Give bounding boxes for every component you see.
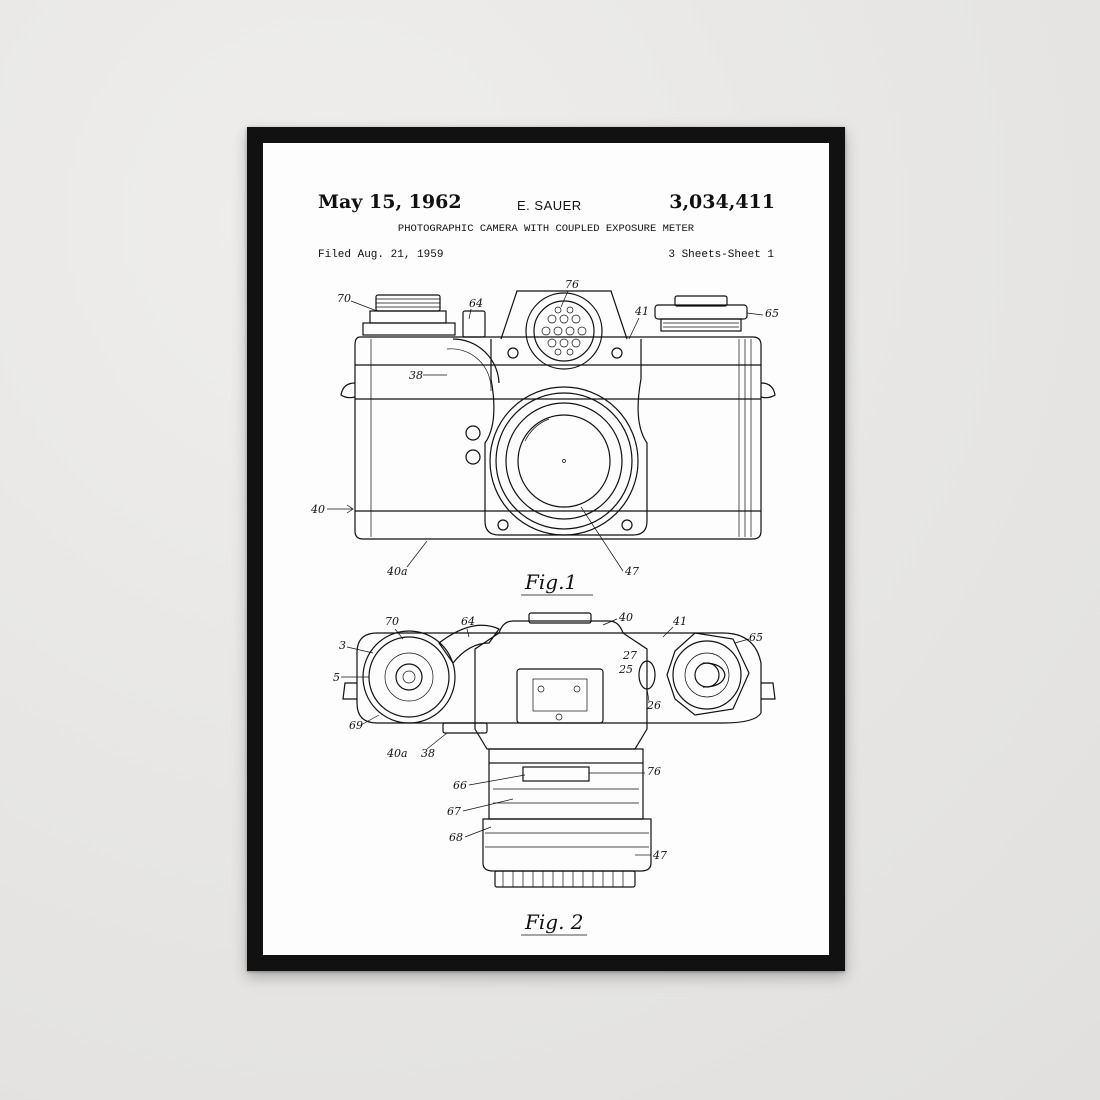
fig2-ref-70: 70	[385, 615, 399, 628]
fig1-camera-front: 70 64 76 41 65 38 40 40a 47 Fig.1	[310, 278, 779, 596]
fig2-ref-64: 64	[461, 615, 475, 628]
fig2-ref-65: 65	[749, 631, 763, 644]
fig2-ref-38: 38	[421, 747, 435, 760]
fig1-ref-40: 40	[310, 503, 325, 516]
fig2-ref-26: 26	[646, 699, 661, 712]
fig2-camera-top: 3 70 64 40 41 65 5 27 25 26 69	[333, 611, 776, 936]
fig2-ref-47: 47	[652, 849, 667, 862]
patent-title: PHOTOGRAPHIC CAMERA WITH COUPLED EXPOSUR…	[397, 223, 695, 235]
patent-sheet: May 15, 1962 E. SAUER 3,034,411 PHOTOGRA…	[263, 143, 829, 955]
fig2-ref-68: 68	[449, 831, 463, 844]
fig2-caption: Fig. 2	[524, 910, 584, 934]
fig1-ref-47: 47	[624, 565, 639, 578]
patent-date: May 15, 1962	[318, 191, 462, 213]
inventor-name: E. SAUER	[517, 198, 582, 213]
patent-drawing: 70 64 76 41 65 38 40 40a 47 Fig.1	[310, 278, 779, 936]
fig1-ref-41: 41	[634, 305, 649, 318]
fig2-ref-25: 25	[618, 663, 633, 676]
fig2-ref-66: 66	[453, 779, 467, 792]
fig2-ref-3: 3	[339, 639, 346, 652]
fig2-ref-41: 41	[672, 615, 687, 628]
fig1-ref-76: 76	[565, 278, 579, 291]
poster-frame: May 15, 1962 E. SAUER 3,034,411 PHOTOGRA…	[247, 127, 845, 971]
fig1-caption: Fig.1	[524, 570, 577, 594]
filed-date: Filed Aug. 21, 1959	[318, 249, 444, 261]
fig2-ref-67: 67	[447, 805, 461, 818]
fig2-ref-5: 5	[333, 671, 340, 684]
sheet-count: 3 Sheets-Sheet 1	[668, 249, 774, 261]
fig1-ref-38: 38	[409, 369, 423, 382]
fig2-ref-69: 69	[349, 719, 363, 732]
fig1-ref-64: 64	[469, 297, 483, 310]
fig2-ref-40a: 40a	[386, 747, 408, 760]
fig2-ref-76: 76	[647, 765, 661, 778]
patent-number: 3,034,411	[669, 191, 775, 213]
fig1-ref-65: 65	[765, 307, 779, 320]
fig1-ref-70: 70	[337, 292, 351, 305]
fig2-ref-27: 27	[622, 649, 637, 662]
fig1-ref-40a: 40a	[386, 565, 408, 578]
fig2-ref-40: 40	[618, 611, 633, 624]
